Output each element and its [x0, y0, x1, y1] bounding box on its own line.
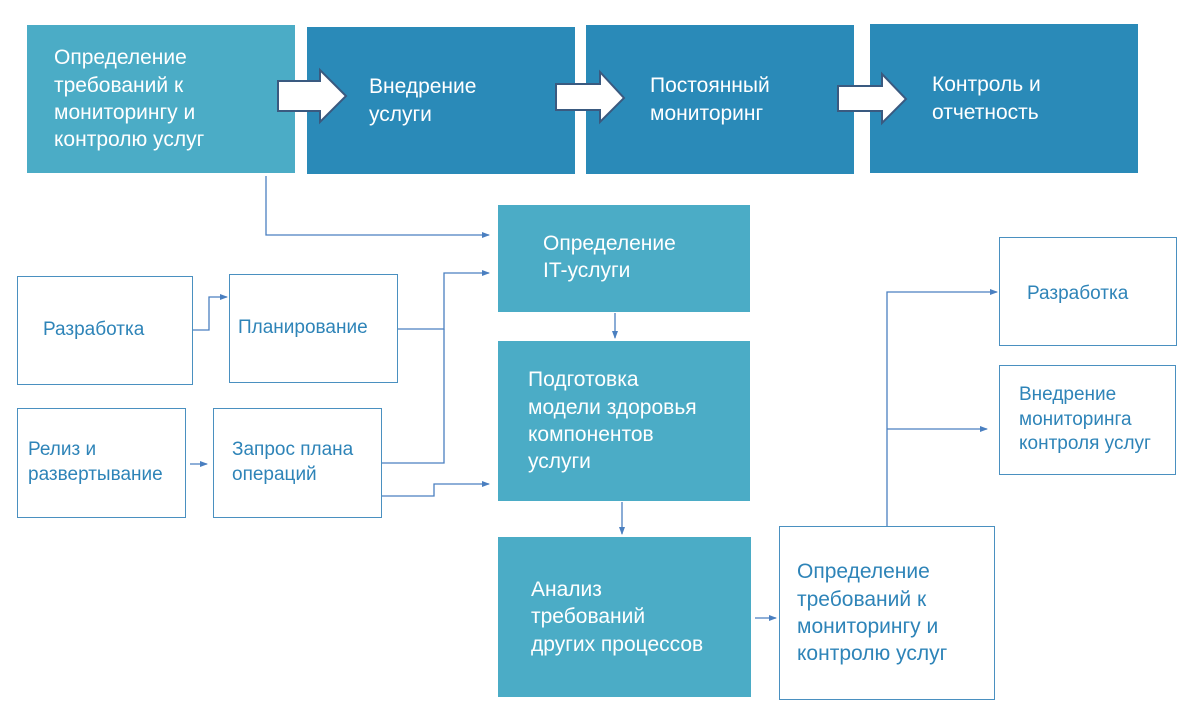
box-label: Релиз и развертывание — [28, 439, 163, 485]
box-health-model: Подготовка модели здоровья компонентов у… — [498, 341, 750, 501]
box-label: Определение IT-услуги — [543, 232, 676, 283]
box-label: Внедрение мониторинга контроля услуг — [1019, 383, 1151, 455]
box-define-requirements-out: Определение требований к мониторингу и к… — [779, 526, 995, 700]
box-ops-plan-request: Запрос плана операций — [213, 408, 382, 518]
box-define-it-service: Определение IT-услуги — [498, 205, 750, 312]
step-control-reporting: Контроль и отчетность — [870, 24, 1138, 173]
box-label: Запрос плана операций — [232, 439, 354, 485]
box-label: Планирование — [238, 317, 368, 339]
box-label: Разработка — [1027, 283, 1129, 304]
box-label: Подготовка модели здоровья компонентов у… — [528, 368, 697, 474]
step-define-requirements: Определение требований к мониторингу и к… — [27, 25, 295, 173]
connector-requirements-out-to-development — [886, 289, 998, 526]
connector-ops-request-to-health-model — [382, 481, 490, 497]
step-label: Контроль и отчетность — [932, 73, 1041, 124]
step-label: Постоянный мониторинг — [650, 74, 770, 125]
step-continuous-monitoring: Постоянный мониторинг — [586, 25, 854, 174]
connector-planning-to-it-service — [398, 270, 490, 330]
box-analyze-requirements: Анализ требований других процессов — [498, 537, 751, 697]
connector-development-to-planning — [193, 294, 228, 331]
step-label: Определение требований к мониторингу и к… — [54, 46, 205, 152]
box-label: Определение требований к мониторингу и к… — [797, 560, 948, 666]
step-label: Внедрение услуги — [369, 75, 477, 126]
step-implement-service: Внедрение услуги — [307, 27, 575, 174]
box-implement-monitoring: Внедрение мониторинга контроля услуг — [999, 365, 1176, 475]
box-label: Анализ требований других процессов — [531, 578, 704, 656]
box-development-left: Разработка — [17, 276, 193, 385]
box-development-right: Разработка — [999, 237, 1177, 346]
box-label: Разработка — [43, 319, 145, 341]
box-release-deploy: Релиз и развертывание — [17, 408, 186, 518]
connector-requirements-to-it-service — [265, 176, 490, 238]
box-planning: Планирование — [229, 274, 398, 383]
